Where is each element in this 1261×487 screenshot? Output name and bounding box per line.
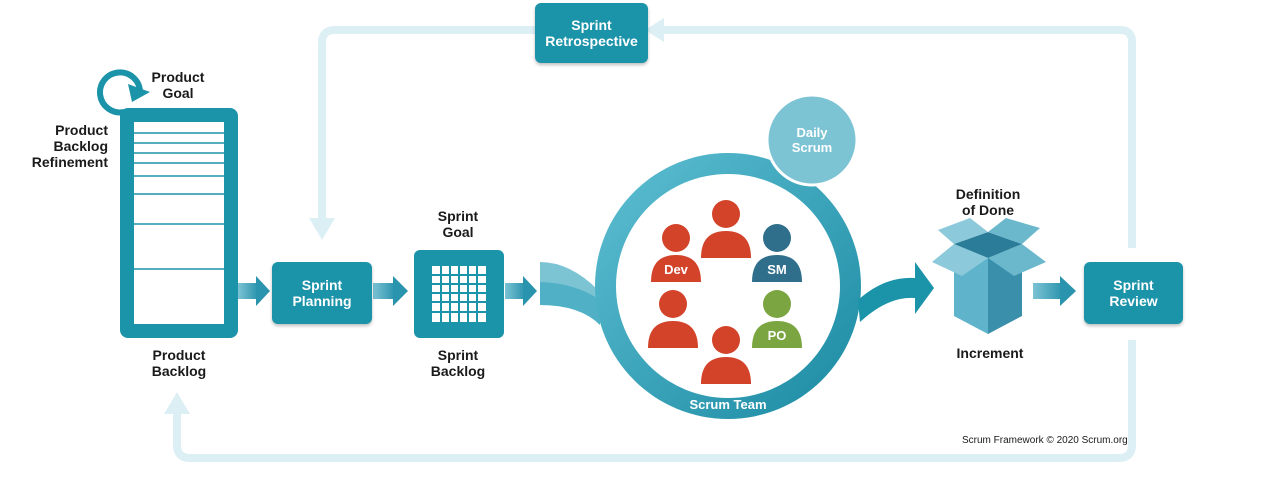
flow-arrows [238, 276, 1076, 306]
product-backlog-label: Product Backlog [151, 347, 207, 379]
refinement-cycle-icon [97, 69, 150, 116]
dev-role-label: Dev [664, 262, 688, 277]
product-backlog-refinement-label: Product Backlog Refinement [31, 122, 108, 170]
sprint-backlog-grid [414, 250, 504, 338]
scrum-team-label: Scrum Team [689, 397, 767, 412]
product-backlog-list [120, 108, 238, 338]
daily-scrum-label: Daily Scrum [791, 125, 833, 155]
sprint-goal-label: Sprint Goal [437, 208, 479, 240]
arrow-to-retrospective [645, 18, 664, 42]
daily-scrum-circle [765, 93, 859, 187]
sprint-flow-in-lower [540, 282, 600, 325]
increment-label: Increment [956, 345, 1024, 361]
increment-box-icon [932, 218, 1046, 334]
sprint-planning-box[interactable]: Sprint Planning [272, 262, 372, 324]
sprint-flow-out [858, 262, 934, 322]
definition-of-done-label: Definition of Done [955, 186, 1021, 218]
review-feedback-loop [173, 340, 1136, 462]
sprint-flow-in [540, 262, 598, 310]
sprint-review-box[interactable]: Sprint Review [1084, 262, 1183, 324]
arrow-to-sprint-planning [309, 218, 335, 240]
product-owner-person [752, 290, 802, 348]
po-role-label: PO [767, 328, 787, 343]
sprint-retrospective-box[interactable]: Sprint Retrospective [535, 3, 648, 63]
scrum-master-person [752, 224, 802, 282]
developer-person-1 [701, 200, 751, 258]
team-members [648, 200, 802, 384]
sm-role-label: SM [767, 262, 787, 277]
copyright-notice: Scrum Framework © 2020 Scrum.org [962, 435, 1128, 446]
developer-person-2 [651, 224, 701, 282]
product-goal-label: Product Goal [151, 69, 205, 101]
sprint-backlog-label: Sprint Backlog [430, 347, 486, 379]
developer-person-4 [701, 326, 751, 384]
developer-person-3 [648, 290, 698, 348]
arrow-to-product-backlog [164, 392, 190, 414]
retrospective-loop [318, 26, 1136, 248]
